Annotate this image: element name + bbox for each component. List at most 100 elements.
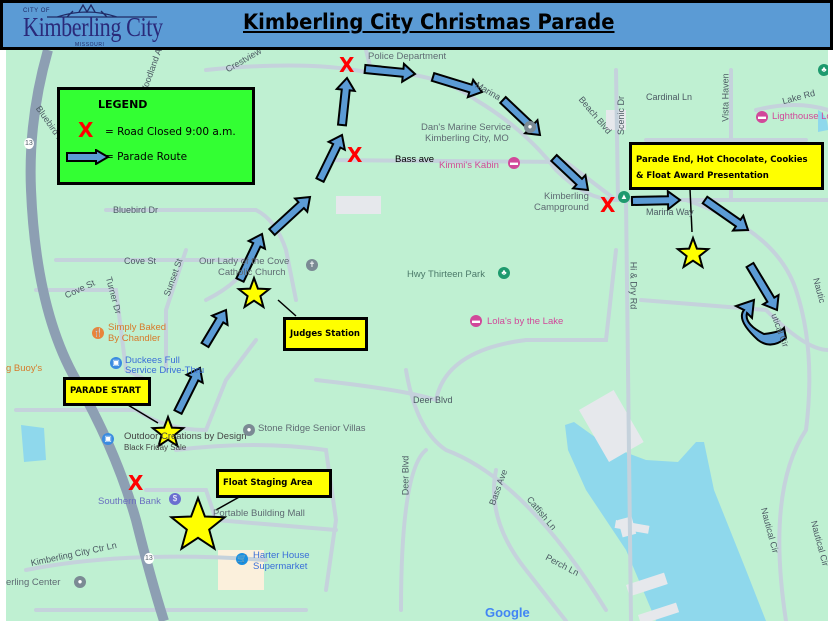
header-banner: CITY OF Kimberling City MISSOURI Kimberl… xyxy=(0,0,833,50)
map-label: Kimberling City, MO xyxy=(425,133,509,144)
map-label: Catholic Church xyxy=(218,267,286,278)
place-pin-icon[interactable]: ● xyxy=(524,121,536,133)
judges-pointer-line xyxy=(277,299,297,317)
lodging-pin-icon[interactable]: ▬ xyxy=(756,111,768,123)
route-arrow xyxy=(701,195,750,232)
route-arrow xyxy=(745,261,780,312)
place-pin-icon[interactable]: ● xyxy=(243,424,255,436)
google-attribution: Google xyxy=(485,605,530,620)
lake-edge-water xyxy=(818,110,828,132)
map-label: Our Lady of the Cove xyxy=(199,256,290,267)
parade-start-callout: PARADE START xyxy=(63,377,151,406)
road-closed-x-icon: X xyxy=(128,471,144,495)
callout-text: Judges Station xyxy=(290,329,360,339)
parade-end-star-icon xyxy=(675,235,711,270)
map-label: Kimberling xyxy=(544,191,589,202)
road-closed-x-icon: X xyxy=(78,118,94,142)
logo-city-of: CITY OF xyxy=(23,8,51,14)
start-pointer-line xyxy=(127,404,159,424)
map-label: By Chandler xyxy=(108,333,161,344)
shop-pin-icon[interactable]: ▣ xyxy=(110,357,122,369)
logo-name: Kimberling City xyxy=(23,12,163,42)
logo-state: MISSOURI xyxy=(75,42,105,48)
legend-parade-route: = Parade Route xyxy=(105,151,188,163)
u-turn-arrow-icon xyxy=(733,298,788,346)
route-arrow xyxy=(315,133,347,184)
staging-pointer-line xyxy=(215,495,242,511)
map-label: Lighthouse Lod xyxy=(772,111,828,122)
shop-pin-icon[interactable]: ▣ xyxy=(102,433,114,445)
road-closed-x-icon: X xyxy=(600,193,616,217)
map-label: Deer Blvd xyxy=(400,455,411,496)
map-label: Stone Ridge Senior Villas xyxy=(258,423,366,434)
campground-pin-icon[interactable]: ▲ xyxy=(618,191,630,203)
map-label: Black Friday Sale xyxy=(124,443,187,452)
legend: LEGEND X = Road Closed 9:00 a.m. = Parad… xyxy=(57,87,255,185)
lodging-pin-icon[interactable]: ▬ xyxy=(470,315,482,327)
map-label: Supermarket xyxy=(253,561,308,572)
map-label: erling Center xyxy=(6,577,61,588)
map-label: Southern Bank xyxy=(98,496,161,507)
map-label: Bass ave xyxy=(395,154,435,165)
judges-station-star-icon xyxy=(236,275,272,310)
callout-text: PARADE START xyxy=(70,386,141,396)
map-label: Campground xyxy=(534,202,589,213)
map-label: Marina Way xyxy=(646,207,694,217)
map-label: Hwy Thirteen Park xyxy=(407,269,485,280)
map-label: Simply Baked xyxy=(108,322,167,333)
map-label: Vista Haven xyxy=(720,73,731,122)
route-arrow xyxy=(363,61,417,84)
parade-start-star-icon xyxy=(150,414,186,449)
float-staging-star-icon xyxy=(168,495,228,552)
map-label: Hi & Dry Rd xyxy=(628,261,639,310)
google-logo: Google xyxy=(485,605,530,620)
route-arrow xyxy=(235,232,267,284)
bridge-logo-icon xyxy=(47,3,157,18)
route-arrow xyxy=(267,195,312,237)
legend-title: LEGEND xyxy=(98,98,148,111)
map-label: Dan's Marine Service xyxy=(421,122,511,133)
highway-13 xyxy=(25,50,169,621)
map-label: Lola's by the Lake xyxy=(487,316,564,327)
grocery-pin-icon[interactable]: 🛒 xyxy=(236,553,248,565)
map-label: Service Drive-Thru xyxy=(125,365,205,376)
judges-station-callout: Judges Station xyxy=(283,317,368,351)
map-label: g Buoy's xyxy=(6,363,43,374)
route-arrow xyxy=(630,189,682,212)
map-label: Kimmi's Kabin xyxy=(439,160,499,171)
restaurant-pin-icon[interactable]: 🍴 xyxy=(92,327,104,339)
route-arrow xyxy=(549,153,590,192)
parade-route xyxy=(173,61,780,416)
route-arrow xyxy=(430,71,484,99)
callout-text: & Float Award Presentation xyxy=(636,171,769,181)
map-label: Cardinal Ln xyxy=(646,92,693,102)
highway-13-shield: 13 xyxy=(144,553,154,564)
highway-13-shield: 13 xyxy=(24,138,34,149)
float-staging-callout: Float Staging Area xyxy=(216,469,332,498)
road-closed-x-icon: X xyxy=(339,53,355,77)
park-pin-icon[interactable]: ♣ xyxy=(498,267,510,279)
map-label: Bluebird Dr xyxy=(113,205,159,215)
route-arrow xyxy=(200,308,229,349)
callout-text: Float Staging Area xyxy=(223,478,313,488)
park-pin-icon[interactable]: ♣ xyxy=(818,64,828,76)
place-pin-icon[interactable]: ● xyxy=(74,576,86,588)
stars xyxy=(150,235,711,552)
route-arrow xyxy=(173,366,205,416)
map-label: Duckees Full xyxy=(125,355,180,366)
church-pin-icon[interactable]: ✝ xyxy=(306,259,318,271)
map-label: Outdoor Creations by Design xyxy=(124,431,247,442)
road-closed-x-icon: X xyxy=(347,143,363,167)
lake-water xyxy=(565,422,766,621)
map-base xyxy=(14,50,828,621)
map-label: Cove St xyxy=(124,256,157,266)
callout-text: Parade End, Hot Chocolate, Cookies xyxy=(636,155,808,165)
legend-road-closed: = Road Closed 9:00 a.m. xyxy=(105,126,236,138)
bank-pin-icon[interactable]: $ xyxy=(169,493,181,505)
lodging-pin-icon[interactable]: ▬ xyxy=(508,157,520,169)
map-label: Portable Building Mall xyxy=(213,508,305,519)
map-area[interactable]: Police Department Crestview Woodland Ave… xyxy=(6,50,828,621)
route-arrow-icon xyxy=(66,149,110,165)
map-label: Deer Blvd xyxy=(413,395,453,405)
end-pointer-line xyxy=(689,188,693,233)
